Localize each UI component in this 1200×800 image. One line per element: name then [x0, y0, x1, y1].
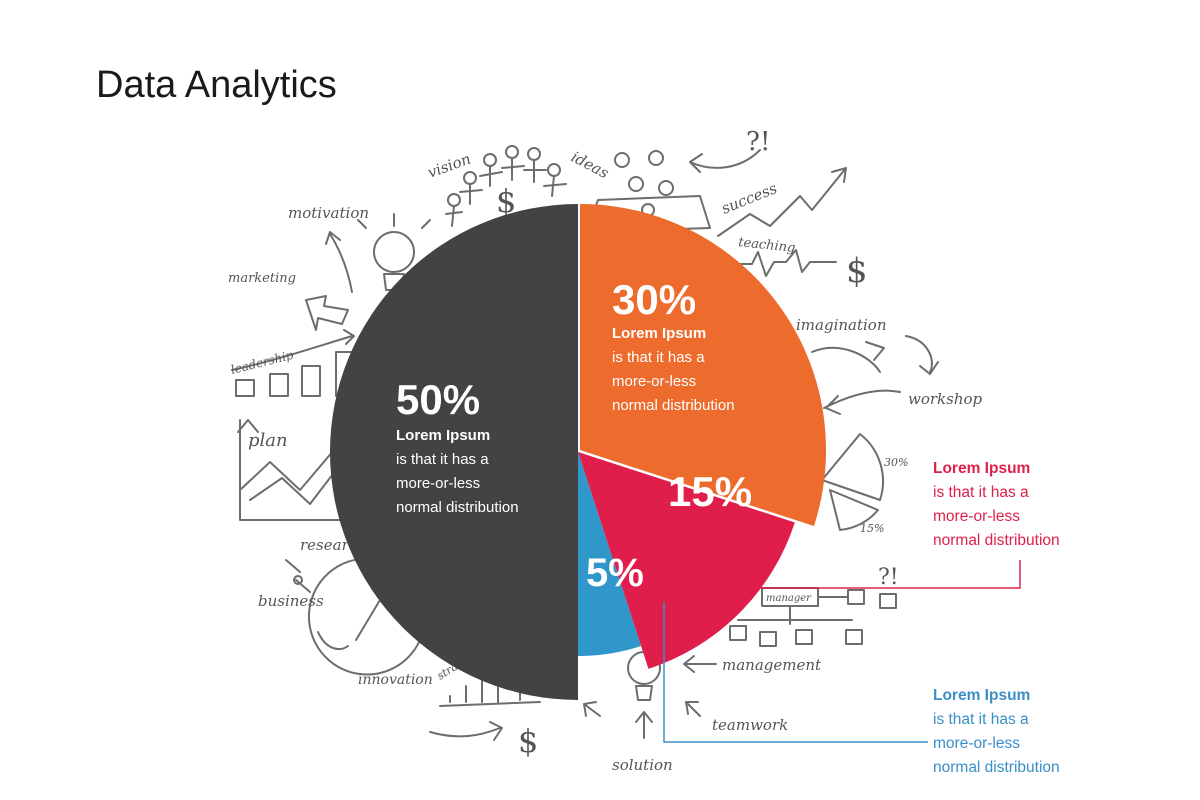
callout-red-line-3: normal distribution [933, 532, 1060, 549]
slice-percent-5: 5% [586, 551, 644, 595]
svg-text:30%: 30% [884, 456, 908, 469]
slice-line-30-2: more-or-less [612, 373, 696, 390]
doodle-word-innovation: innovation [358, 672, 433, 688]
doodle-word-motivation: motivation [288, 204, 369, 222]
slice-line-30-3: normal distribution [612, 397, 735, 414]
slice-label-50: 50% Lorem Ipsum is that it has a more-or… [396, 376, 519, 516]
doodle-word-teaching: teaching [738, 235, 796, 256]
callout-red: Lorem Ipsum is that it has a more-or-les… [933, 457, 1060, 553]
doodle-word-imagination: imagination [796, 316, 886, 334]
slice-line-50-1: is that it has a [396, 451, 489, 468]
callout-connector-red [760, 560, 1021, 589]
svg-text:$: $ [518, 722, 538, 760]
callout-red-heading: Lorem Ipsum [933, 460, 1031, 477]
doodle-word-success: success [719, 179, 780, 218]
svg-text:?!: ?! [878, 565, 899, 590]
doodle-word-ideas: ideas [568, 148, 612, 183]
doodle-word-solution: solution [612, 756, 673, 774]
pie-slice-5 [578, 452, 642, 656]
pie-slice-30 [580, 204, 826, 527]
pie-slice-15 [578, 452, 795, 669]
doodle-word-plan: plan [248, 430, 288, 451]
slice-percent-30: 30% [612, 276, 696, 323]
slice-heading-30: Lorem Ipsum [612, 325, 706, 342]
doodle-word-management: management [722, 656, 822, 674]
slice-line-50-2: more-or-less [396, 475, 480, 492]
slide-title: Data Analytics [96, 64, 337, 106]
doodle-word-teamwork: teamwork [712, 716, 788, 734]
callout-red-line-1: is that it has a [933, 484, 1029, 501]
callout-blue-line-3: normal distribution [933, 759, 1060, 776]
callout-blue-line-1: is that it has a [933, 711, 1029, 728]
slice-line-50-3: normal distribution [396, 499, 519, 516]
people-chain-doodle [445, 145, 567, 227]
slice-heading-50: Lorem Ipsum [396, 427, 490, 444]
pie-chart [330, 204, 826, 700]
slice-line-30-1: is that it has a [612, 349, 705, 366]
doodle-word-manager: manager [766, 593, 812, 604]
slice-percent-50: 50% [396, 376, 480, 423]
doodle-word-marketing: marketing [228, 271, 296, 286]
svg-text:$: $ [496, 182, 516, 220]
doodle-word-workshop: workshop [908, 390, 983, 408]
doodle-word-leadership: leadership [229, 348, 295, 377]
callout-red-line-2: more-or-less [933, 508, 1020, 525]
svg-text:15%: 15% [860, 522, 884, 535]
callout-connector-blue [663, 602, 928, 743]
doodle-word-vision: vision [425, 150, 473, 182]
doodle-word-business: business [258, 592, 324, 610]
callout-blue: Lorem Ipsum is that it has a more-or-les… [933, 684, 1060, 780]
svg-text:$: $ [846, 251, 868, 291]
slice-percent-15: 15% [668, 468, 752, 515]
pie-slice-50 [330, 204, 578, 700]
callout-blue-heading: Lorem Ipsum [933, 687, 1031, 704]
slice-label-30: 30% Lorem Ipsum is that it has a more-or… [612, 276, 735, 414]
callout-blue-line-2: more-or-less [933, 735, 1020, 752]
